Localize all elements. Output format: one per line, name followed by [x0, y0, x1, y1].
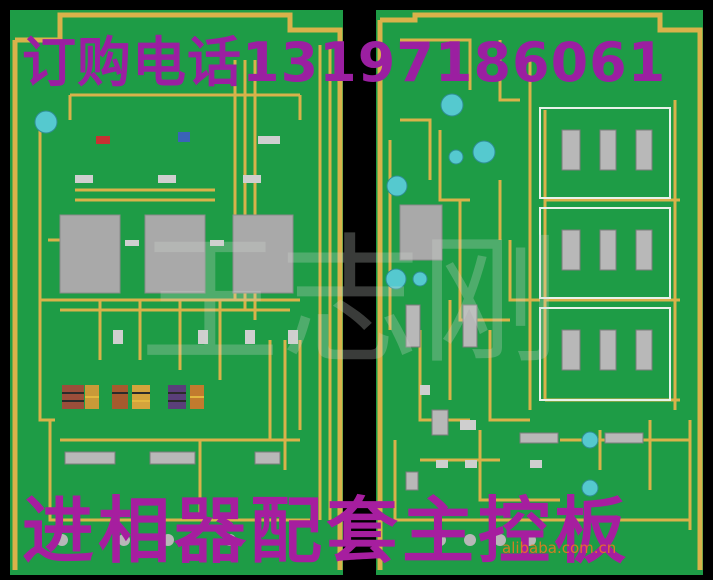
copper-trace-network: [38, 38, 692, 530]
smd-components: [75, 136, 542, 468]
resistor-row: [62, 132, 204, 409]
watermark-text: 王志刚: [140, 221, 560, 384]
silkscreen-module-boxes: [539, 107, 671, 401]
source-watermark: alibaba.com.cn: [502, 539, 617, 557]
bottom-connector-pads: [56, 534, 536, 546]
board-outline-traces: [12, 12, 703, 570]
large-ic-modules: [59, 204, 443, 294]
mounting-pads: [34, 93, 599, 497]
dip-chips: [64, 129, 653, 491]
order-phone-label: 订购电话13197186061: [22, 31, 667, 94]
product-title: 进相器配套主控板: [22, 488, 631, 573]
